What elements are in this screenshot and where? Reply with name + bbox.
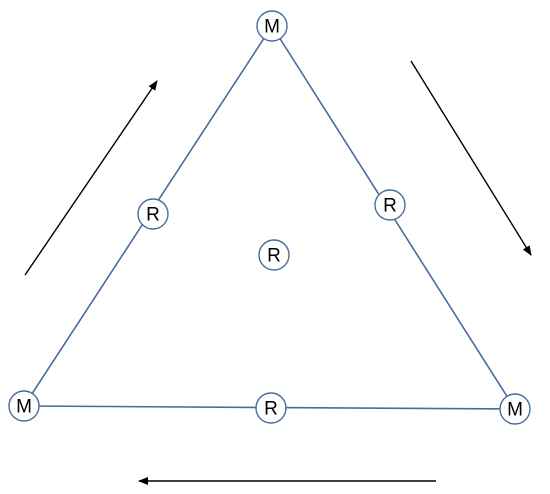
triangle-edges [23,25,516,410]
node-r-left-edge: R [137,198,169,230]
node-label: R [264,399,278,420]
node-r-right-edge: R [374,189,406,221]
node-r-bottom-edge: R [255,392,287,424]
node-label: R [146,205,160,226]
node-m-bottom-right: M [499,393,531,425]
node-label: M [507,400,523,421]
arrow-down-right [410,60,532,256]
node-m-bottom-left: M [8,390,40,422]
node-m-top: M [256,10,288,42]
arrow-up-right [24,80,158,276]
node-label: R [267,246,281,267]
node-label: M [16,397,32,418]
node-label: M [264,17,280,38]
nodes: M R R R M R M [8,10,531,425]
direction-arrows [24,60,532,485]
node-r-center: R [258,239,290,271]
node-label: R [383,196,397,217]
